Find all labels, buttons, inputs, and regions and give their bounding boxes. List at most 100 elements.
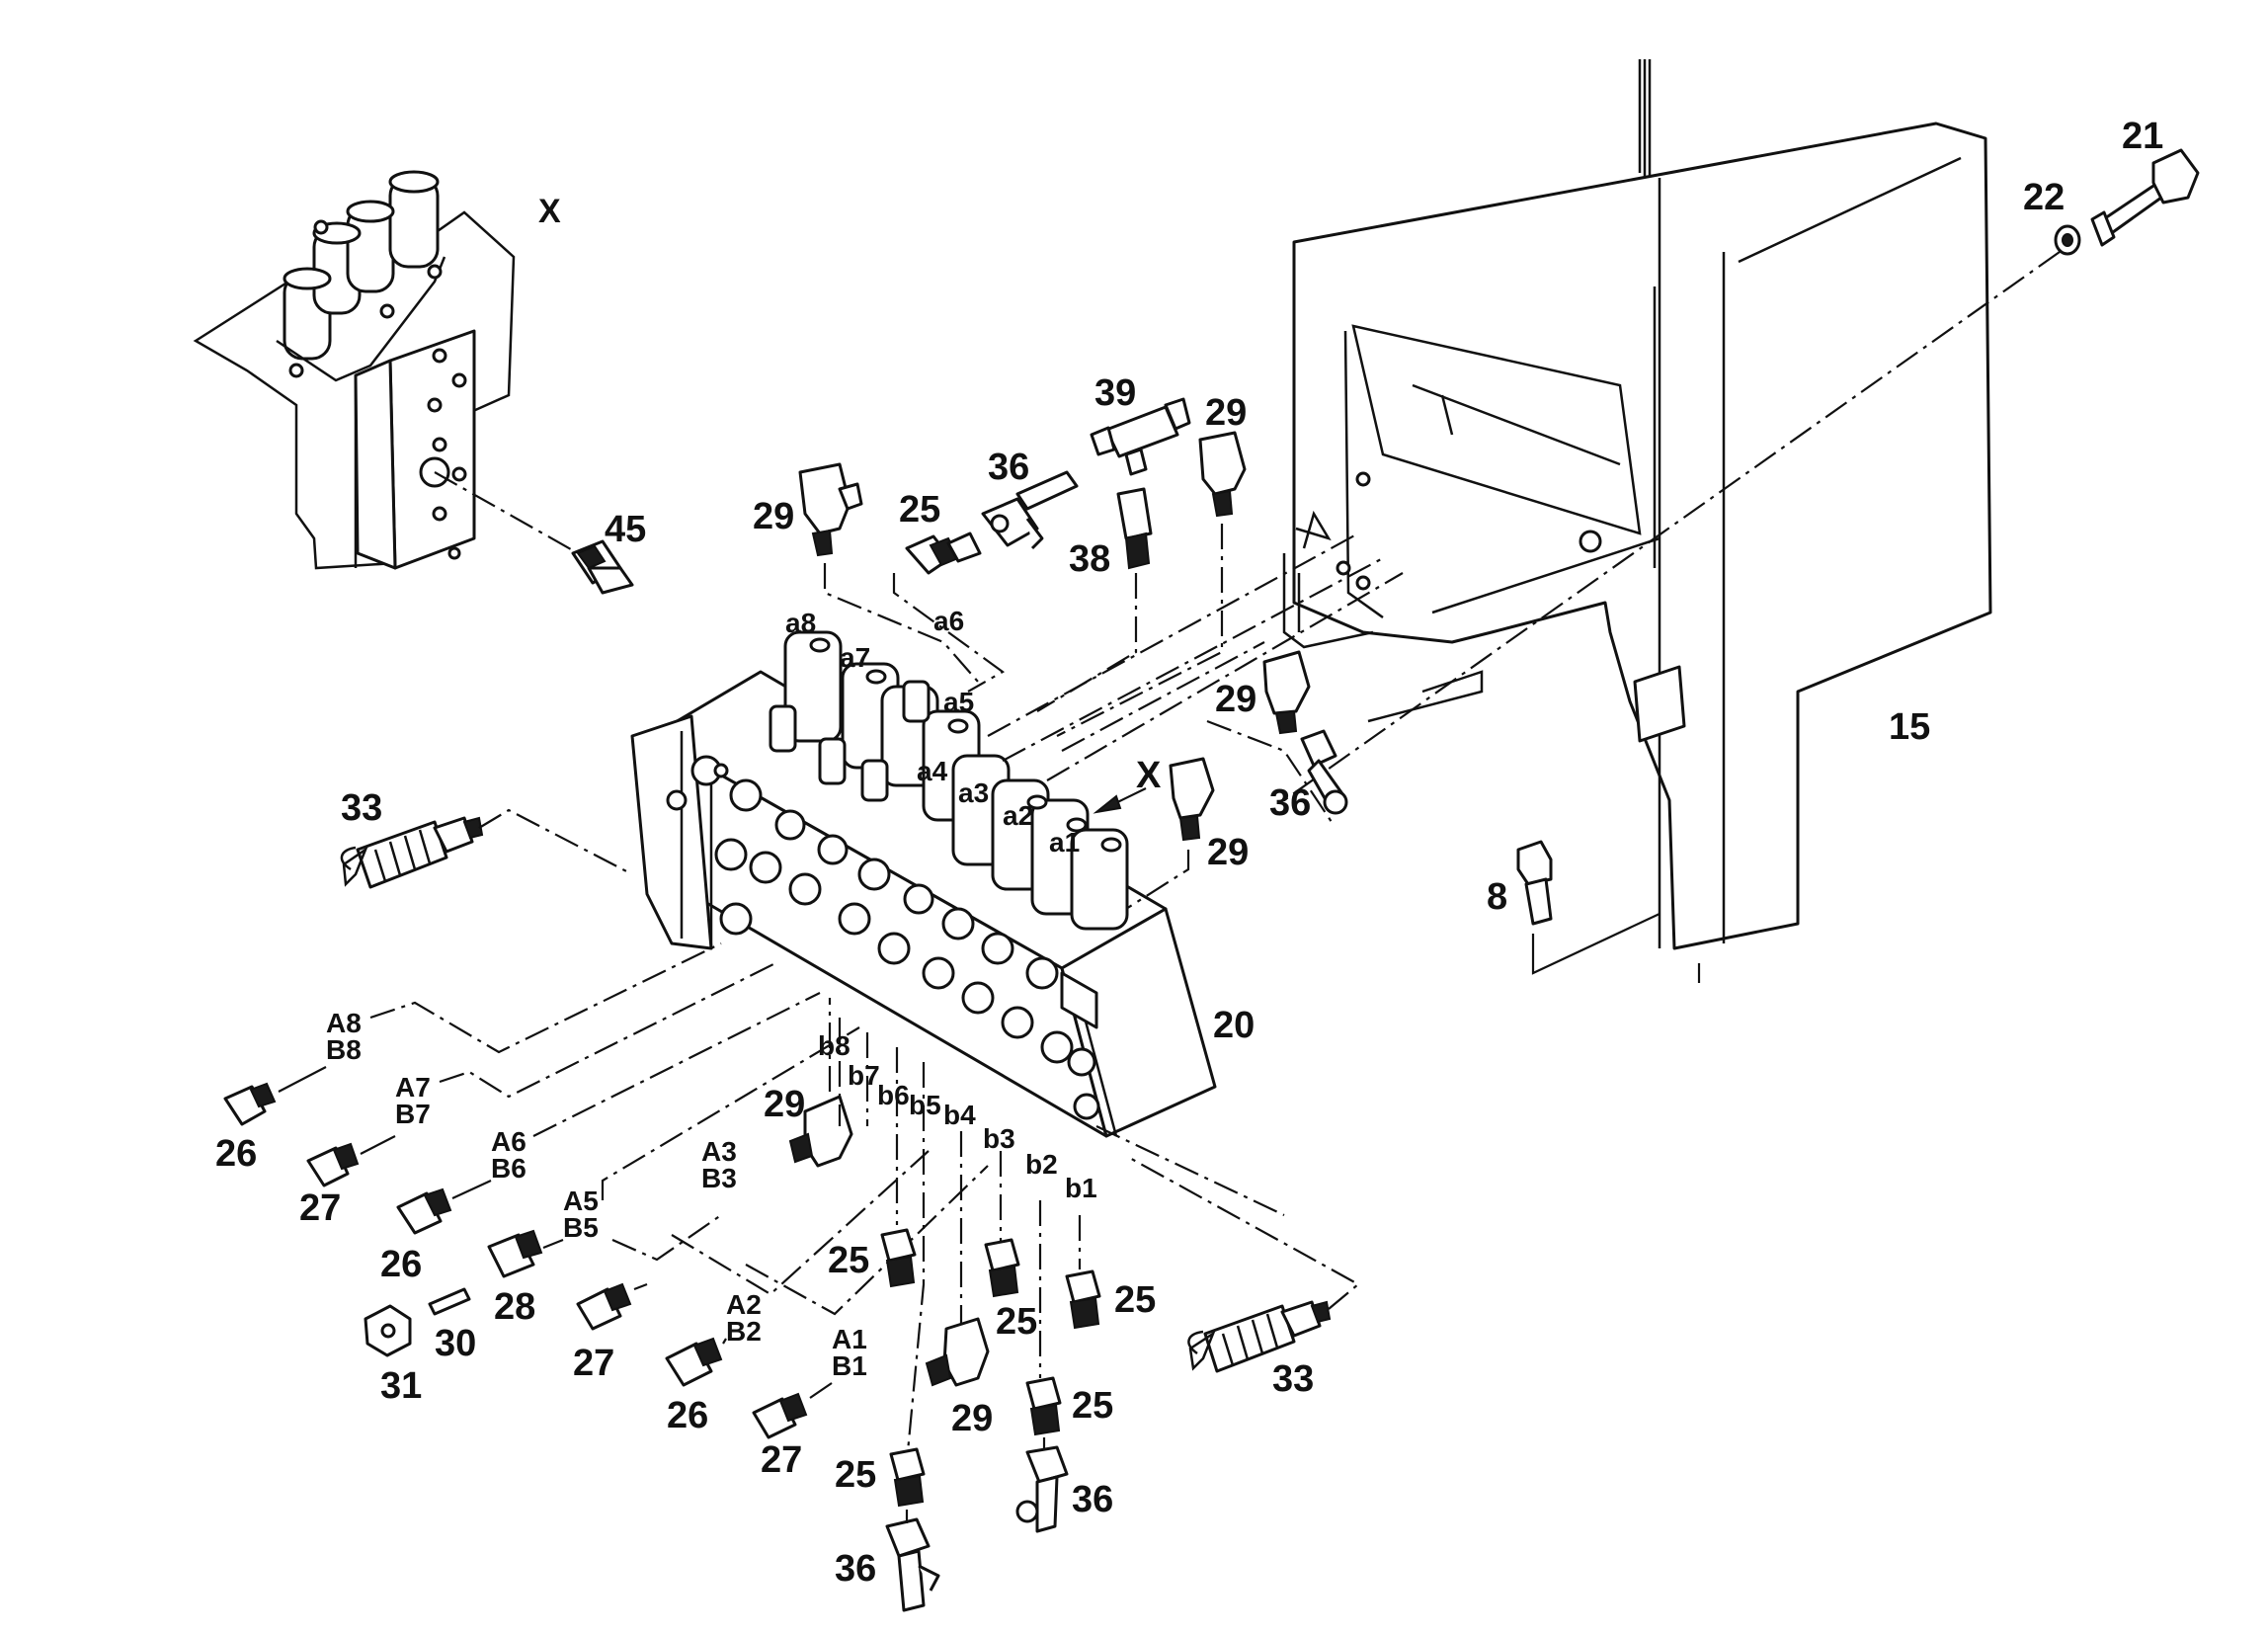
callout-25-top: 25 xyxy=(899,489,940,531)
callout-27-b: 27 xyxy=(573,1343,614,1384)
callout-20: 20 xyxy=(1213,1005,1255,1046)
valve-block-ports xyxy=(666,755,1100,1120)
callout-29-top: 29 xyxy=(753,496,794,537)
port-B8: B8 xyxy=(326,1034,362,1065)
fitting-29-top-right xyxy=(1198,431,1247,518)
fitting-25-b xyxy=(880,1228,917,1288)
callout-27-a: 27 xyxy=(299,1187,341,1229)
fitting-25-f xyxy=(889,1447,926,1508)
port-B7: B7 xyxy=(395,1099,431,1129)
port-b1: b1 xyxy=(1065,1173,1097,1203)
callout-36-d: 36 xyxy=(835,1548,876,1590)
callout-x: X xyxy=(1136,755,1162,796)
port-a8: a8 xyxy=(785,608,816,638)
filter-33-right xyxy=(1187,1300,1332,1373)
bolt-21 xyxy=(2090,148,2200,247)
plug-27-a xyxy=(306,1142,360,1187)
fitting-36-c xyxy=(1015,1445,1069,1533)
solenoid-coils xyxy=(769,630,1129,931)
washer-22 xyxy=(2054,224,2081,256)
callout-26-a: 26 xyxy=(215,1133,257,1175)
callout-39: 39 xyxy=(1094,372,1136,414)
drain-port-labels: b8 b7 b6 b5 b4 b3 b2 b1 xyxy=(818,1030,1097,1203)
fitting-45 xyxy=(571,539,634,595)
port-b8: b8 xyxy=(818,1030,850,1061)
callout-29-lower-left: 29 xyxy=(764,1084,805,1125)
view-x-arrow: X xyxy=(1093,755,1162,814)
port-b5: b5 xyxy=(909,1090,941,1120)
plug-26-b xyxy=(396,1187,452,1235)
plug-27-b xyxy=(576,1282,632,1331)
port-a4: a4 xyxy=(917,756,948,786)
callout-27-c: 27 xyxy=(761,1439,802,1481)
callout-29-right: 29 xyxy=(1215,679,1256,720)
port-A2: A2 xyxy=(726,1289,762,1320)
fitting-29-top xyxy=(798,462,863,557)
callout-29-lower: 29 xyxy=(951,1398,993,1439)
fitting-25-top xyxy=(905,532,982,575)
port-A7: A7 xyxy=(395,1072,431,1103)
callout-30: 30 xyxy=(435,1323,476,1364)
port-A5: A5 xyxy=(563,1186,599,1216)
callout-38: 38 xyxy=(1069,538,1110,580)
port-B2: B2 xyxy=(726,1316,762,1347)
callout-25-f: 25 xyxy=(835,1454,876,1496)
callout-29-mid-right: 29 xyxy=(1207,832,1249,873)
bolt-8 xyxy=(1516,840,1553,926)
callout-15: 15 xyxy=(1889,706,1930,748)
callout-25-e: 25 xyxy=(1072,1385,1113,1427)
control-valve-block-20: 20 xyxy=(630,630,1255,1138)
callout-36-c: 36 xyxy=(1072,1479,1113,1520)
detail-view-label: X xyxy=(538,193,561,230)
pin-30 xyxy=(428,1287,471,1316)
port-a6: a6 xyxy=(933,606,964,636)
port-b7: b7 xyxy=(848,1060,880,1091)
port-B5: B5 xyxy=(563,1212,599,1243)
port-a3: a3 xyxy=(958,777,989,808)
port-B6: B6 xyxy=(491,1153,526,1184)
port-A6: A6 xyxy=(491,1126,526,1157)
callout-22: 22 xyxy=(2023,177,2065,218)
callout-33-right: 33 xyxy=(1272,1358,1314,1400)
port-a1: a1 xyxy=(1049,827,1080,858)
port-A8: A8 xyxy=(326,1008,362,1038)
fitting-28 xyxy=(487,1229,543,1278)
fitting-25-d xyxy=(1065,1269,1101,1330)
frame-part-15: 15 xyxy=(1282,59,1992,983)
callout-36-top: 36 xyxy=(988,447,1029,488)
port-A3: A3 xyxy=(701,1136,737,1167)
detail-view-x: X 45 xyxy=(193,170,646,595)
filter-33-left xyxy=(340,816,484,889)
fitting-38 xyxy=(1116,487,1153,570)
port-a2: a2 xyxy=(1003,800,1033,831)
callout-8: 8 xyxy=(1487,876,1507,918)
fitting-36-top xyxy=(981,470,1079,550)
callout-26-c: 26 xyxy=(667,1395,708,1436)
callout-21: 21 xyxy=(2122,116,2163,157)
port-B3: B3 xyxy=(701,1163,737,1193)
port-b2: b2 xyxy=(1025,1149,1058,1180)
plug-26-a xyxy=(223,1082,277,1126)
port-b4: b4 xyxy=(943,1100,976,1130)
fitting-25-c xyxy=(984,1238,1020,1298)
callout-33-left: 33 xyxy=(341,787,382,829)
callout-25-b: 25 xyxy=(828,1240,869,1281)
fitting-29-lower xyxy=(925,1317,990,1387)
port-a7: a7 xyxy=(840,642,870,673)
fitting-36-right xyxy=(1300,729,1348,815)
port-A1: A1 xyxy=(832,1324,867,1354)
cap-31 xyxy=(364,1304,412,1357)
callout-28: 28 xyxy=(494,1286,535,1328)
tee-fitting-39 xyxy=(1090,397,1191,476)
callout-25-d: 25 xyxy=(1114,1279,1156,1321)
port-B1: B1 xyxy=(832,1350,867,1381)
fitting-29-right xyxy=(1262,650,1311,735)
port-b3: b3 xyxy=(983,1123,1015,1154)
plug-26-c xyxy=(665,1337,723,1387)
fitting-36-d xyxy=(885,1517,940,1612)
callout-25-c: 25 xyxy=(996,1301,1037,1343)
plug-27-c xyxy=(752,1392,808,1439)
fitting-25-e xyxy=(1025,1376,1062,1436)
callout-26-b: 26 xyxy=(380,1244,422,1285)
